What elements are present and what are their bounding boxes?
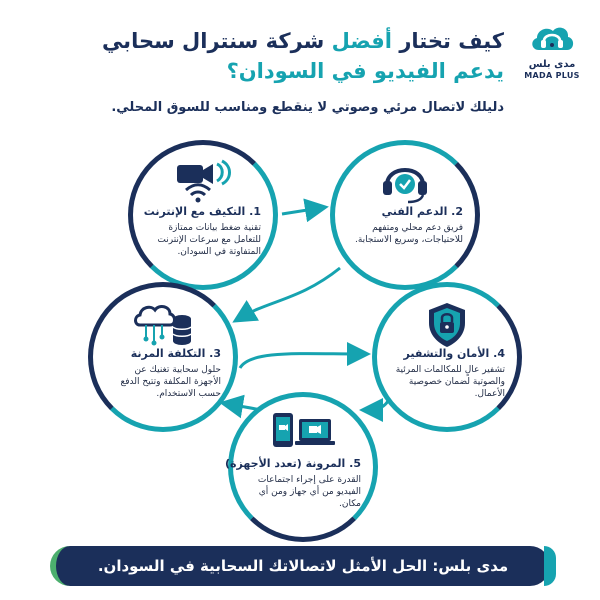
page-subtitle: دليلك لاتصال مرئي وصوتي لا ينقطع ومناسب …	[111, 100, 504, 115]
headset-check-icon	[383, 168, 427, 204]
brand-name-english: MADA PLUS	[524, 71, 580, 80]
step-3-body: 3. التكلفة المرنة حلول سحابية تغنيك عن ا…	[105, 347, 221, 400]
step-1-title: 1. التكيف مع الإنترنت	[143, 205, 261, 218]
step-4-body: 4. الأمان والتشفير تشفير عالٍ للمكالمات …	[389, 347, 505, 400]
title-part-1: كيف تختار	[392, 29, 504, 53]
step-4-circle: 4. الأمان والتشفير تشفير عالٍ للمكالمات …	[372, 282, 522, 432]
arrow-3-to-4	[238, 341, 371, 369]
step-4-title: 4. الأمان والتشفير	[403, 347, 505, 360]
step-5-description: القدرة على إجراء اجتماعات الفيديو من أي …	[257, 475, 361, 509]
page-title: كيف تختار أفضل شركة سنترال سحابي يدعم ال…	[84, 26, 504, 86]
title-line-1: كيف تختار أفضل شركة سنترال سحابي	[84, 26, 504, 56]
step-1-description: تقنية ضغط بيانات ممتازة للتعامل مع سرعات…	[157, 223, 261, 257]
arrow-1-to-2	[281, 198, 329, 223]
step-2-title: 2. الدعم الفني	[381, 205, 463, 218]
step-1-body: 1. التكيف مع الإنترنت تقنية ضغط بيانات م…	[143, 205, 261, 258]
step-2-circle: 2. الدعم الفني فريق دعم محلي ومتفهم للاح…	[330, 140, 480, 290]
shield-lock-icon	[429, 303, 465, 347]
step-5-body: 5. المرونة (تعدد الأجهزة) القدرة على إجر…	[225, 457, 361, 510]
brand-name-arabic: مدى بلس	[528, 59, 576, 70]
footer-banner: مدى بلس: الحل الأمثل لاتصالاتك السحابية …	[50, 546, 556, 586]
step-1-circle: 1. التكيف مع الإنترنت تقنية ضغط بيانات م…	[128, 140, 278, 290]
footer-accent-bar	[544, 546, 556, 586]
title-accent: أفضل	[331, 29, 393, 53]
cloud-headset-icon	[532, 27, 574, 50]
title-part-2: شركة سنترال سحابي	[101, 29, 332, 53]
step-2-body: 2. الدعم الفني فريق دعم محلي ومتفهم للاح…	[347, 205, 463, 246]
cloud-database-icon	[134, 305, 192, 346]
step-2-description: فريق دعم محلي ومتفهم للاحتياجات، وسريع ا…	[354, 223, 463, 245]
step-5-title: 5. المرونة (تعدد الأجهزة)	[225, 457, 361, 470]
step-3-title: 3. التكلفة المرنة	[130, 347, 221, 360]
video-wifi-icon	[177, 159, 231, 203]
step-5-circle: 5. المرونة (تعدد الأجهزة) القدرة على إجر…	[225, 392, 378, 542]
footer-text: مدى بلس: الحل الأمثل لاتصالاتك السحابية …	[97, 557, 509, 575]
step-4-description: تشفير عالٍ للمكالمات المرئية والصوتية لض…	[395, 365, 505, 399]
step-3-circle: 3. التكلفة المرنة حلول سحابية تغنيك عن ا…	[88, 282, 238, 432]
brand-logo: مدى بلس MADA PLUS	[520, 18, 584, 88]
devices-video-icon	[273, 413, 335, 447]
step-3-description: حلول سحابية تغنيك عن الأجهزة المكلفة وتت…	[120, 365, 221, 399]
title-line-2: يدعم الفيديو في السودان؟	[226, 59, 504, 83]
arrow-2-to-3	[232, 266, 341, 323]
